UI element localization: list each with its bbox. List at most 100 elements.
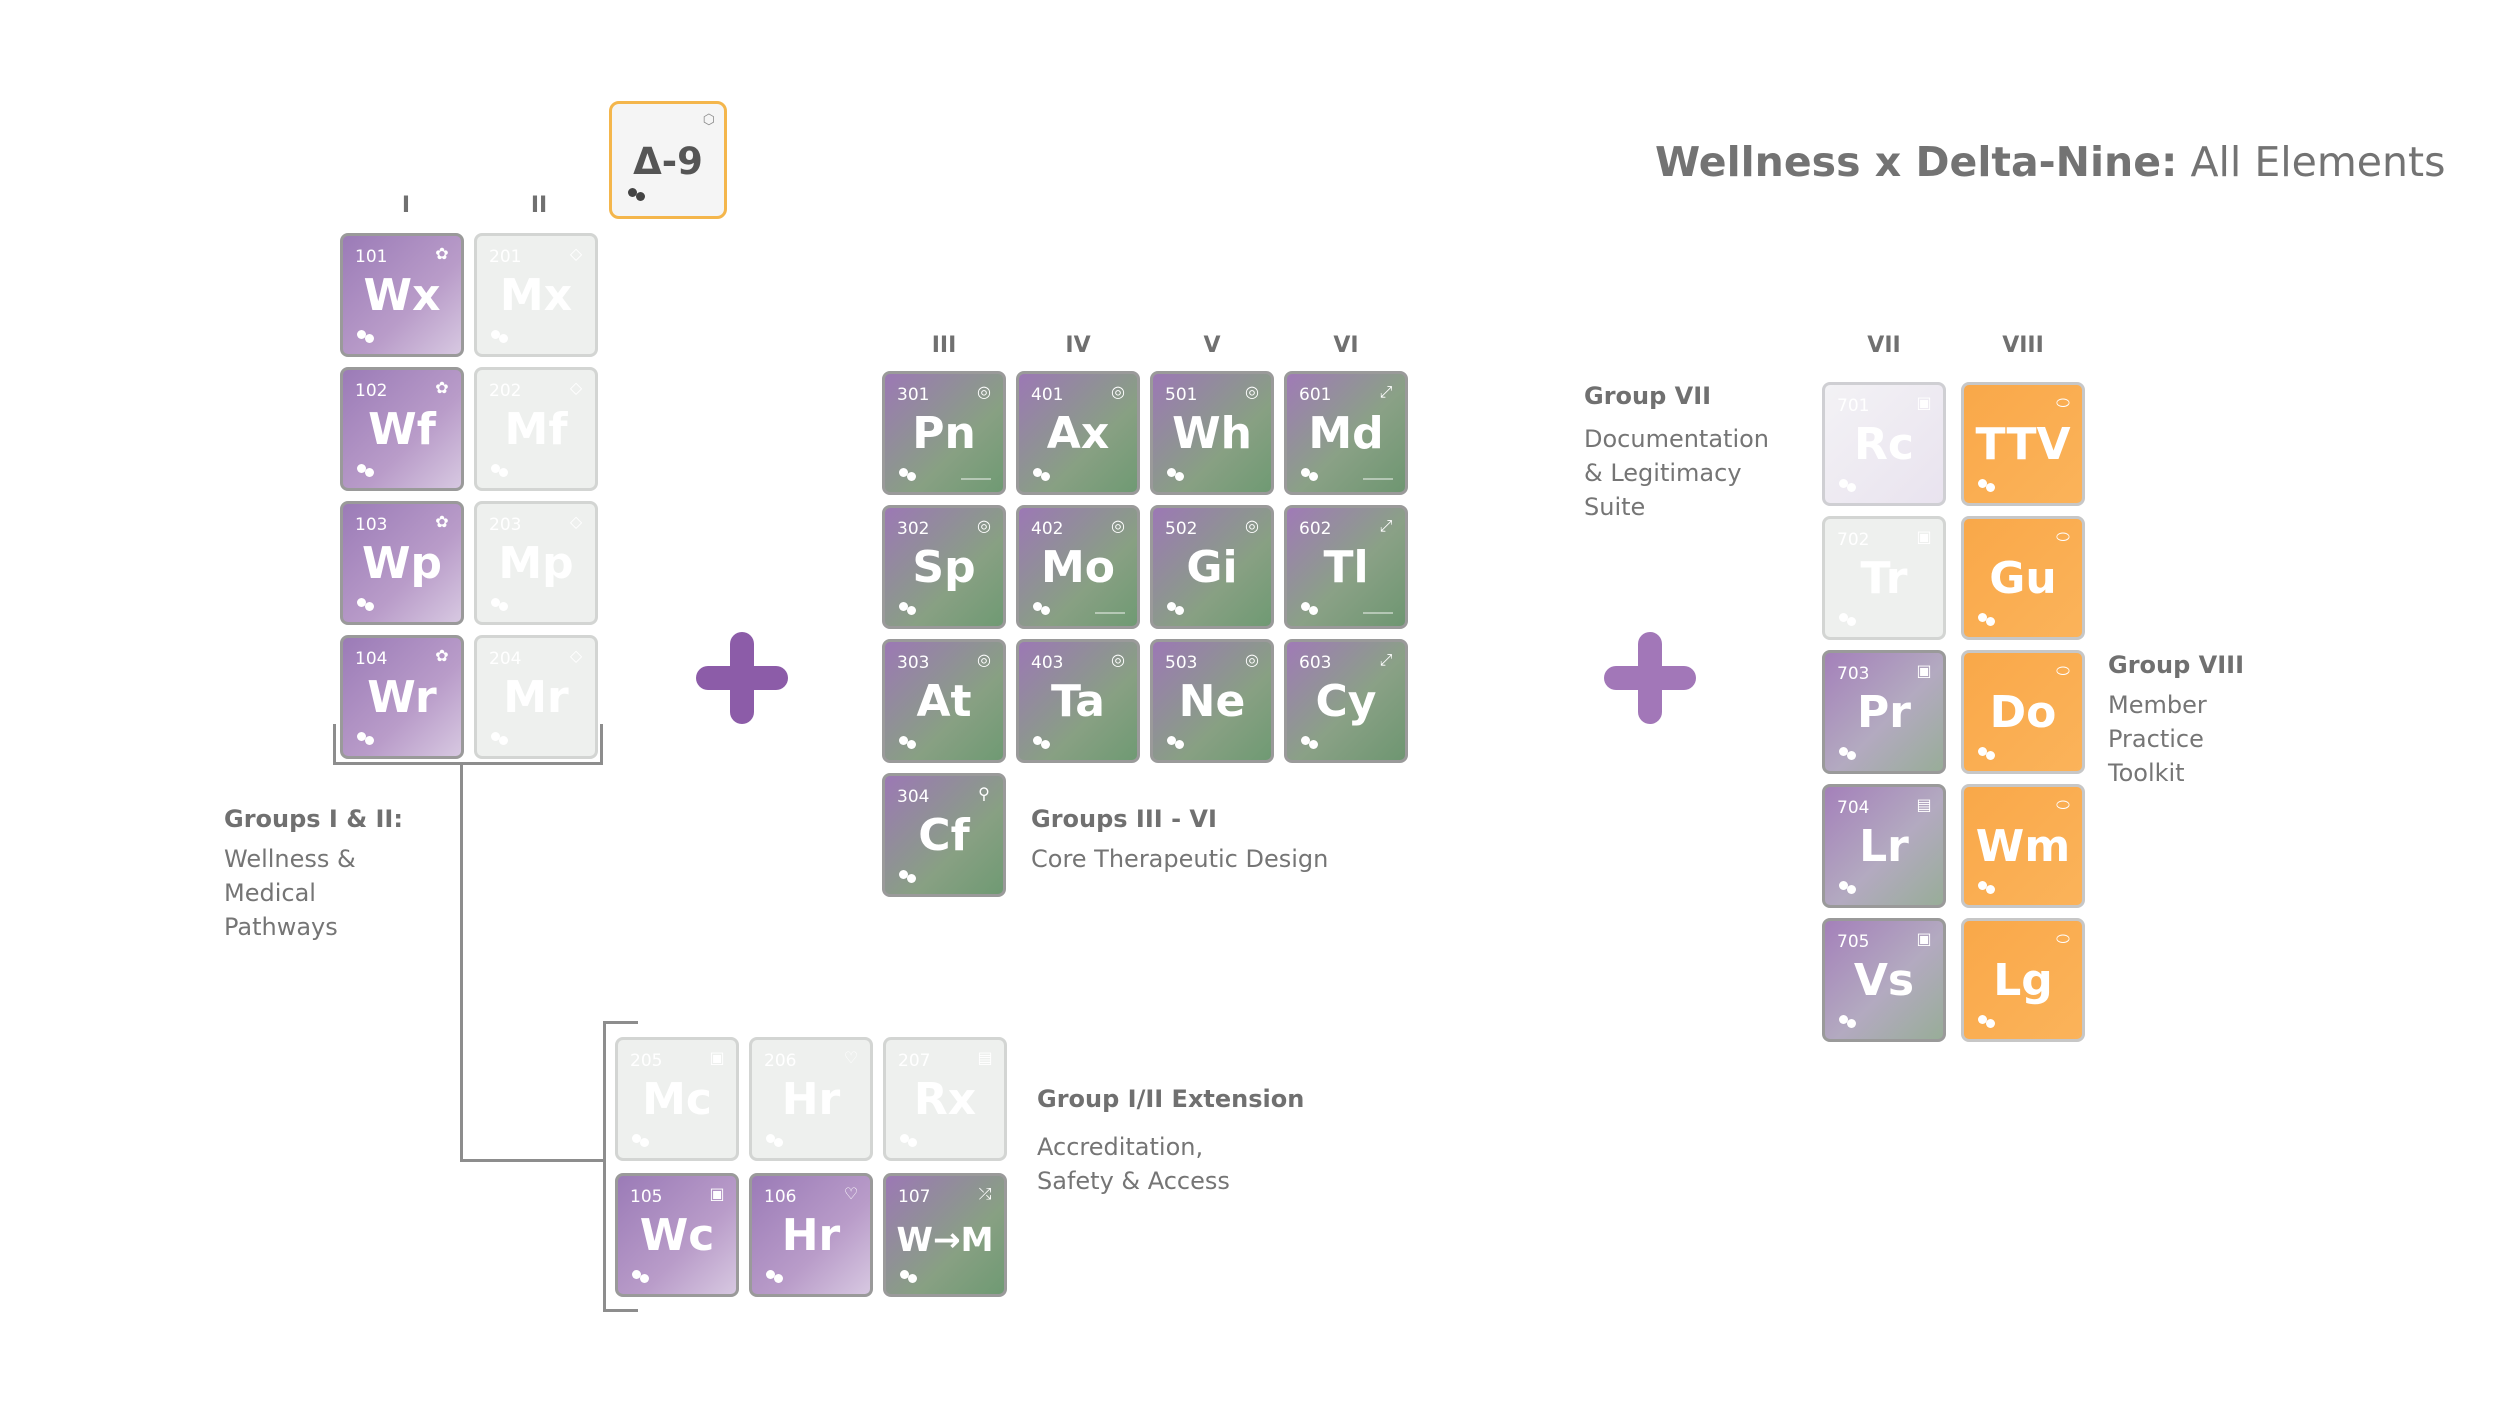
- element-tile-ne[interactable]: 503 ◎ Ne: [1150, 639, 1274, 763]
- element-tile-hr-ghost[interactable]: 206 ♡ Hr: [749, 1037, 873, 1161]
- element-tile-cf[interactable]: 304 ⚲ Cf: [882, 773, 1006, 897]
- dots-icon: [1839, 1015, 1861, 1028]
- document-icon: ▤: [977, 1048, 993, 1067]
- tile-symbol: Hr: [781, 1074, 841, 1125]
- delta-symbol: Δ-9: [633, 140, 703, 183]
- diamond-icon: ◇: [569, 512, 583, 531]
- element-tile-wx[interactable]: 101 ✿ Wx: [340, 233, 464, 357]
- tile-symbol: Gi: [1186, 542, 1238, 593]
- tile-number: 503: [1165, 653, 1198, 673]
- element-tile-do[interactable]: ⬭ Do: [1961, 650, 2085, 774]
- tile-symbol: W→M: [896, 1220, 994, 1259]
- diamond-icon: ◇: [569, 378, 583, 397]
- element-tile-w-to-m[interactable]: 107 ⤮ W→M: [883, 1173, 1007, 1297]
- dots-icon: [1033, 602, 1055, 615]
- element-tile-pr[interactable]: 703 ▣ Pr: [1822, 650, 1946, 774]
- dots-icon: [1301, 468, 1323, 481]
- pill-icon: ⬭: [2056, 527, 2070, 546]
- element-tile-tl[interactable]: 602 ⤢ Tl: [1284, 505, 1408, 629]
- element-tile-mr[interactable]: 204 ◇ Mr: [474, 635, 598, 759]
- tile-symbol: Vs: [1853, 955, 1915, 1006]
- extension-bracket: [603, 1021, 606, 1312]
- element-tile-wm[interactable]: ⬭ Wm: [1961, 784, 2085, 908]
- element-tile-wr[interactable]: 104 ✿ Wr: [340, 635, 464, 759]
- dots-icon: [357, 732, 379, 745]
- element-tile-wp[interactable]: 103 ✿ Wp: [340, 501, 464, 625]
- tile-number: 105: [630, 1187, 663, 1207]
- lotus-icon: ✿: [435, 378, 449, 397]
- tile-number: 701: [1837, 396, 1870, 416]
- tile-number: 303: [897, 653, 930, 673]
- dots-icon: [899, 736, 921, 749]
- dots-icon: [1978, 881, 2000, 894]
- dots-icon: [1301, 736, 1323, 749]
- element-tile-wc[interactable]: 105 ▣ Wc: [615, 1173, 739, 1297]
- element-tile-tr[interactable]: 702 ▣ Tr: [1822, 516, 1946, 640]
- dots-icon: [1033, 736, 1055, 749]
- element-tile-ax[interactable]: 401 ◎ Ax: [1016, 371, 1140, 495]
- column-header-vii: VII: [1867, 333, 1901, 358]
- element-tile-hr[interactable]: 106 ♡ Hr: [749, 1173, 873, 1297]
- extension-bracket-bottom: [603, 1309, 638, 1312]
- pill-icon: ⬭: [2056, 393, 2070, 412]
- group-ext-heading: Group I/II Extension: [1037, 1085, 1305, 1113]
- plus-icon: [1604, 632, 1696, 724]
- diamond-icon: ◇: [569, 646, 583, 665]
- tile-symbol: Wh: [1172, 408, 1252, 459]
- tile-symbol: Mc: [642, 1074, 712, 1125]
- tile-number: 302: [897, 519, 930, 539]
- tile-number: 601: [1299, 385, 1332, 405]
- element-tile-wf[interactable]: 102 ✿ Wf: [340, 367, 464, 491]
- tile-symbol: Wc: [639, 1210, 715, 1261]
- element-tile-mf[interactable]: 202 ◇ Mf: [474, 367, 598, 491]
- tile-number: 702: [1837, 530, 1870, 550]
- connector-vertical: [460, 763, 463, 1161]
- tile-symbol: Do: [1989, 687, 2057, 738]
- title-bold: Wellness x Delta-Nine:: [1655, 138, 2178, 186]
- tile-symbol: Wp: [361, 538, 443, 589]
- element-tile-ta[interactable]: 403 ◎ Ta: [1016, 639, 1140, 763]
- element-tile-wh[interactable]: 501 ◎ Wh: [1150, 371, 1274, 495]
- pill-icon: ⬭: [2056, 795, 2070, 814]
- group-8-heading: Group VIII: [2108, 651, 2245, 679]
- calendar-icon: ▣: [1916, 527, 1932, 546]
- element-tile-at[interactable]: 303 ◎ At: [882, 639, 1006, 763]
- element-tile-lg[interactable]: ⬭ Lg: [1961, 918, 2085, 1042]
- tile-number: 202: [489, 381, 522, 401]
- column-header-i: I: [401, 193, 411, 218]
- column-header-iii: III: [931, 333, 957, 358]
- element-tile-mc[interactable]: 205 ▣ Mc: [615, 1037, 739, 1161]
- tile-symbol: Mr: [503, 672, 569, 723]
- element-tile-md[interactable]: 601 ⤢ Md: [1284, 371, 1408, 495]
- dots-icon: [899, 870, 921, 883]
- element-tile-rx[interactable]: 207 ▤ Rx: [883, 1037, 1007, 1161]
- element-tile-rc[interactable]: 701 ▣ Rc: [1822, 382, 1946, 506]
- calendar-icon: ▣: [1916, 929, 1932, 948]
- dots-icon: [357, 464, 379, 477]
- element-tile-gu[interactable]: ⬭ Gu: [1961, 516, 2085, 640]
- search-icon: ⚲: [978, 784, 990, 803]
- element-tile-mp[interactable]: 203 ◇ Mp: [474, 501, 598, 625]
- dots-icon: [491, 598, 513, 611]
- group-8-desc-1: Member: [2108, 691, 2207, 719]
- group-12-desc-1: Wellness &: [224, 845, 356, 873]
- element-tile-ttv[interactable]: ⬭ TTV: [1961, 382, 2085, 506]
- wave-icon: [961, 460, 991, 480]
- element-tile-vs[interactable]: 705 ▣ Vs: [1822, 918, 1946, 1042]
- dots-icon: [1978, 479, 2000, 492]
- element-tile-cy[interactable]: 603 ⤢ Cy: [1284, 639, 1408, 763]
- lotus-icon: ✿: [435, 244, 449, 263]
- dots-icon: [1978, 613, 2000, 626]
- element-tile-lr[interactable]: 704 ▤ Lr: [1822, 784, 1946, 908]
- element-tile-mx[interactable]: 201 ◇ Mx: [474, 233, 598, 357]
- element-tile-gi[interactable]: 502 ◎ Gi: [1150, 505, 1274, 629]
- dots-icon: [1978, 1015, 2000, 1028]
- element-tile-sp[interactable]: 302 ◎ Sp: [882, 505, 1006, 629]
- tile-number: 403: [1031, 653, 1064, 673]
- delta-nine-tile[interactable]: ⬡ Δ-9: [609, 101, 727, 219]
- element-tile-mo[interactable]: 402 ◎ Mo: [1016, 505, 1140, 629]
- column-header-iv: IV: [1065, 333, 1091, 358]
- element-tile-pn[interactable]: 301 ◎ Pn: [882, 371, 1006, 495]
- group-ext-desc-1: Accreditation,: [1037, 1133, 1204, 1161]
- group-7-heading: Group VII: [1584, 382, 1712, 410]
